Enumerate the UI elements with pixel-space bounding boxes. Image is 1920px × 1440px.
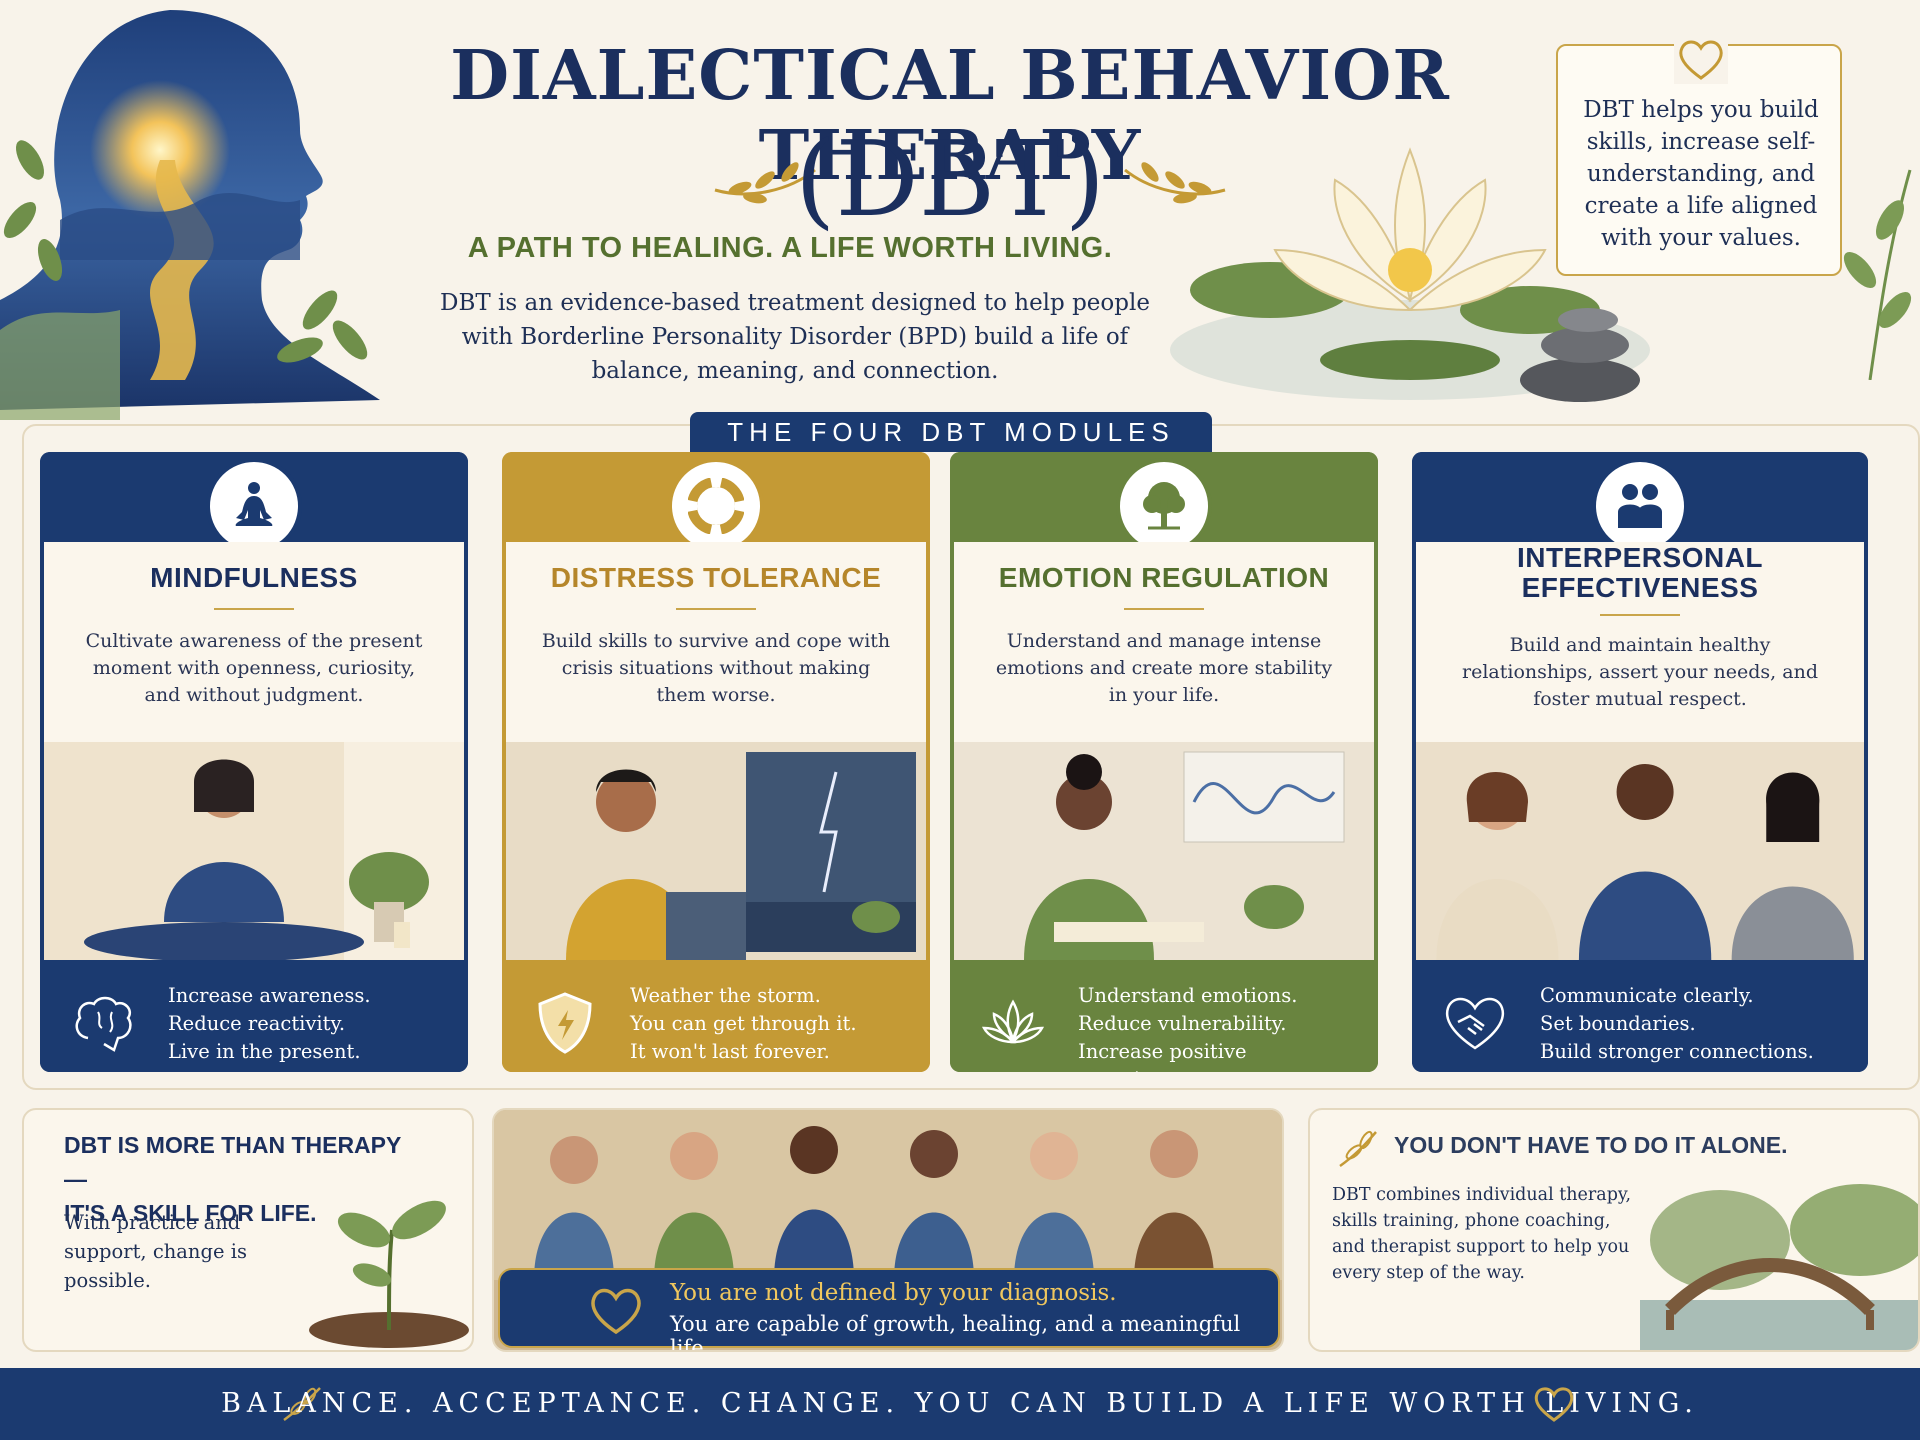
meditating-woman-illustration — [44, 742, 464, 960]
bridge-landscape-illustration — [1640, 1184, 1918, 1350]
leaf-branch-decoration — [1843, 169, 1912, 380]
module-description: Understand and manage intense emotions a… — [995, 630, 1333, 706]
skill-heading: DBT IS MORE THAN THERAPY— IT'S A SKILL F… — [64, 1128, 404, 1230]
not-alone-text: DBT combines individual therapy, skills … — [1332, 1185, 1632, 1283]
module-point: Live in the present. — [168, 1040, 361, 1063]
module-point: Understand emotions. — [1078, 984, 1298, 1007]
title-line-1: DIALECTICAL BEHAVIOR THERAPY — [450, 36, 1450, 196]
modules-banner: THE FOUR DBT MODULES — [690, 412, 1212, 452]
module-title: MINDFULNESS — [150, 562, 358, 593]
module-point: You can get through it. — [630, 1012, 857, 1035]
side-note-text: DBT helps you build skills, increase sel… — [1583, 97, 1819, 251]
group-conversation-illustration — [1416, 742, 1864, 960]
module-title: DISTRESS TOLERANCE — [550, 562, 882, 593]
tree-icon — [1116, 458, 1212, 554]
lifebuoy-icon — [668, 458, 764, 554]
module-point: Reduce vulnerability. — [1078, 1012, 1287, 1035]
skill-heading-line-1: DBT IS MORE THAN THERAPY— — [64, 1132, 402, 1192]
laurel-right-icon — [1124, 162, 1226, 204]
shield-icon — [538, 992, 592, 1054]
module-card-mindfulness: MINDFULNESS Cultivate awareness of the p… — [40, 452, 468, 1072]
tagline: A PATH TO HEALING. A LIFE WORTH LIVING. — [467, 232, 1113, 264]
lotus-illustration — [1170, 147, 1650, 402]
heart-icon — [1674, 34, 1728, 84]
module-point: Increase positive experiences. — [1078, 1040, 1247, 1072]
lotus-icon — [981, 999, 1045, 1044]
module-description: Build and maintain healthy relationships… — [1462, 634, 1818, 710]
module-point: Communicate clearly. — [1540, 984, 1754, 1007]
promise-banner: You are not defined by your diagnosis. Y… — [498, 1268, 1280, 1350]
support-group-panel: You are not defined by your diagnosis. Y… — [492, 1108, 1284, 1352]
footer-bar: BALANCE. ACCEPTANCE. CHANGE. YOU CAN BUI… — [0, 1368, 1920, 1440]
skill-text: With practice and support, change is pos… — [64, 1211, 247, 1292]
laurel-left-icon — [714, 162, 816, 204]
not-alone-panel: YOU DON'T HAVE TO DO IT ALONE. DBT combi… — [1308, 1108, 1920, 1352]
heart-icon — [1534, 1387, 1574, 1422]
leaf-icon — [1339, 1130, 1377, 1168]
head-silhouette-illustration — [0, 10, 380, 420]
module-description: Cultivate awareness of the present momen… — [85, 630, 423, 706]
people-icon — [1592, 458, 1688, 554]
heart-icon — [591, 1288, 641, 1335]
skill-for-life-panel: DBT IS MORE THAN THERAPY— IT'S A SKILL F… — [22, 1108, 474, 1352]
module-title: EMOTION REGULATION — [998, 562, 1330, 593]
module-point: Build stronger connections. — [1540, 1040, 1814, 1063]
promise-line-2: You are capable of growth, healing, and … — [670, 1312, 1241, 1352]
module-point: Increase awareness. — [168, 984, 371, 1007]
brain-icon — [75, 996, 132, 1052]
module-description: Build skills to survive and cope with cr… — [541, 630, 891, 706]
module-title-line-2: EFFECTIVENESS — [1521, 572, 1759, 603]
module-title-line-1: INTERPERSONAL — [1516, 542, 1764, 573]
support-group-illustration — [494, 1110, 1282, 1280]
handshake-heart-icon — [1445, 997, 1505, 1050]
promise-line-1: You are not defined by your diagnosis. — [670, 1280, 1117, 1306]
skill-heading-line-2: IT'S A SKILL FOR LIFE. — [64, 1200, 317, 1226]
module-card-distress-tolerance: DISTRESS TOLERANCE Build skills to survi… — [502, 452, 930, 1072]
leaf-icon — [283, 1387, 321, 1422]
module-point: Weather the storm. — [630, 984, 821, 1007]
sprout-icon — [309, 1200, 469, 1348]
module-card-interpersonal-effectiveness: INTERPERSONAL EFFECTIVENESS Build and ma… — [1412, 452, 1868, 1072]
intro-paragraph: DBT is an evidence-based treatment desig… — [440, 290, 1150, 384]
module-point: It won't last forever. — [630, 1040, 830, 1063]
module-point: Set boundaries. — [1540, 1012, 1696, 1035]
meditation-icon — [206, 458, 302, 554]
not-alone-heading: YOU DON'T HAVE TO DO IT ALONE. — [1394, 1132, 1788, 1158]
journaling-woman-illustration — [954, 742, 1374, 960]
module-point: Reduce reactivity. — [168, 1012, 346, 1035]
title-line-2: (DBT) — [794, 118, 1106, 240]
footer-text: BALANCE. ACCEPTANCE. CHANGE. YOU CAN BUI… — [221, 1388, 1699, 1419]
side-note-card: DBT helps you build skills, increase sel… — [1556, 34, 1842, 276]
module-card-emotion-regulation: EMOTION REGULATION Understand and manage… — [950, 452, 1378, 1072]
storm-window-illustration — [506, 742, 926, 960]
